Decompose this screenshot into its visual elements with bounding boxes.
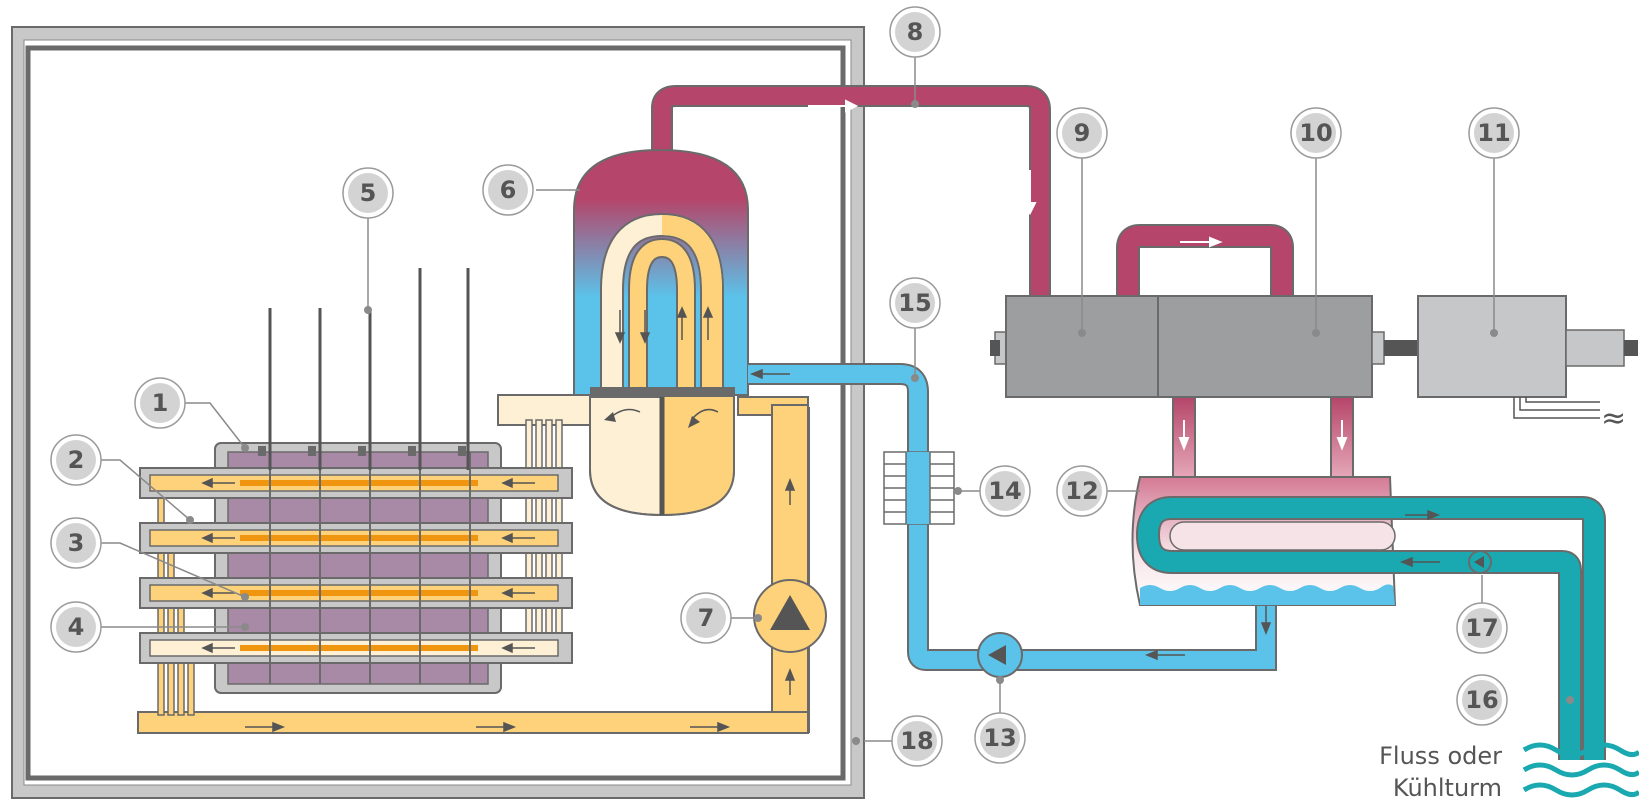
control-rods	[268, 268, 470, 470]
label-badge-17: 17	[1456, 602, 1508, 654]
leader-lines	[100, 56, 1495, 742]
river-label-line-1: Fluss oder	[1379, 742, 1502, 770]
label-number: 8	[907, 18, 924, 46]
label-badge-18: 18	[891, 715, 943, 767]
label-number: 15	[898, 289, 931, 317]
label-badge-14: 14	[979, 465, 1031, 517]
coolant-return-arrows	[245, 721, 731, 733]
main-steam-line	[651, 85, 1051, 295]
label-badge-8: 8	[889, 6, 941, 58]
label-number: 7	[698, 604, 715, 632]
label-number: 2	[68, 446, 85, 474]
label-badge-3: 3	[50, 517, 102, 569]
label-number: 6	[500, 176, 517, 204]
label-badge-5: 5	[342, 167, 394, 219]
wall-penetration	[883, 451, 955, 525]
label-badge-16: 16	[1456, 674, 1508, 726]
label-badge-9: 9	[1056, 107, 1108, 159]
label-number: 16	[1465, 686, 1498, 714]
label-badge-12: 12	[1056, 465, 1108, 517]
river-label-line-2: Kühlturm	[1393, 774, 1502, 802]
turbine-generator-set	[990, 295, 1638, 419]
label-badge-7: 7	[680, 592, 732, 644]
label-badge-11: 11	[1468, 107, 1520, 159]
label-number: 18	[900, 727, 933, 755]
label-badge-13: 13	[974, 712, 1026, 764]
steam-drum	[573, 148, 749, 517]
feedwater-pump	[977, 632, 1023, 678]
label-number: 3	[68, 529, 85, 557]
label-number: 5	[360, 179, 377, 207]
label-badge-1: 1	[134, 377, 186, 429]
label-number: 4	[68, 613, 85, 641]
label-number: 13	[983, 724, 1016, 752]
label-number: 9	[1074, 119, 1091, 147]
cooling-water-loop	[1135, 496, 1639, 798]
label-number: 11	[1477, 119, 1510, 147]
label-badge-2: 2	[50, 434, 102, 486]
turbine-crossover	[1116, 224, 1294, 297]
ac-output-symbol: ≈	[1601, 401, 1626, 436]
label-number: 1	[152, 389, 169, 417]
label-badge-4: 4	[50, 601, 102, 653]
label-number: 14	[988, 477, 1021, 505]
label-badge-15: 15	[889, 277, 941, 329]
label-badge-10: 10	[1290, 107, 1342, 159]
label-badge-6: 6	[482, 164, 534, 216]
main-circulation-pump	[753, 477, 827, 695]
label-number: 17	[1465, 614, 1498, 642]
fuel-channels	[139, 452, 573, 684]
leader-dots	[186, 100, 1574, 745]
label-number: 12	[1065, 477, 1098, 505]
feedwater-line	[748, 363, 1277, 671]
exhaust-steam-pipes	[1172, 396, 1354, 480]
label-number: 10	[1299, 119, 1332, 147]
